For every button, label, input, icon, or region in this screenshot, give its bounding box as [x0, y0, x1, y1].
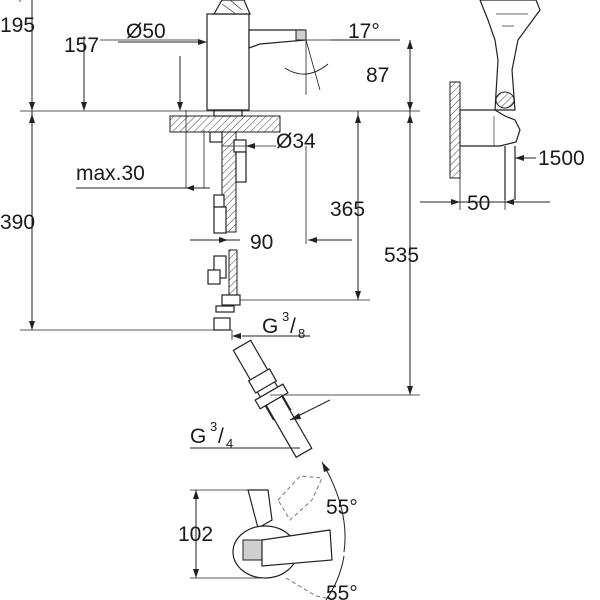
dim-157: 157 [64, 34, 99, 57]
dim-angle-17: 17° [348, 20, 380, 43]
hand-shower-view [420, 0, 550, 210]
thread-g38-label: G [262, 315, 278, 338]
thread-g34-label: G [190, 425, 206, 448]
hose-g34 [232, 339, 313, 459]
top-view [190, 461, 346, 600]
dim-1500: 1500 [538, 147, 585, 170]
dimension-labels: 195 157 Ø50 17° 87 Ø34 max.30 390 365 90… [0, 14, 585, 600]
dimension-lines [19, 0, 420, 449]
dim-diameter-50: Ø50 [126, 20, 166, 43]
dim-195: 195 [0, 14, 35, 37]
dim-diameter-34: Ø34 [276, 130, 316, 153]
dim-max-30: max.30 [76, 162, 145, 185]
wall [449, 81, 461, 179]
thread-g38-numerator: 3 [282, 309, 289, 324]
hand-shower [479, 0, 541, 111]
supply-hose [228, 249, 238, 301]
countertop [169, 115, 281, 133]
lever-rotated-upper [277, 475, 323, 521]
thread-g38-slash: / [290, 315, 296, 338]
connector-g38 [213, 317, 231, 331]
faucet-lever [212, 0, 251, 15]
faucet-side-view [169, 0, 313, 459]
faucet-body [206, 13, 250, 111]
thread-g34-slash: / [218, 425, 224, 448]
dim-90: 90 [250, 231, 273, 254]
dim-390: 390 [0, 211, 35, 234]
dim-angle-55-upper: 55° [326, 496, 358, 519]
dim-87: 87 [366, 64, 389, 87]
dim-102: 102 [178, 523, 213, 546]
dim-535: 535 [384, 244, 419, 267]
lever-top-view [247, 489, 273, 529]
dim-angle-55-lower: 55° [326, 582, 358, 600]
dim-365: 365 [330, 198, 365, 221]
shower-bracket [459, 109, 521, 147]
faucet-spout [248, 29, 307, 49]
thread-g34-numerator: 3 [210, 419, 217, 434]
thread-g38-denominator: 8 [298, 326, 305, 341]
thread-g34-denominator: 4 [226, 436, 233, 451]
dim-50-bracket: 50 [467, 192, 490, 215]
